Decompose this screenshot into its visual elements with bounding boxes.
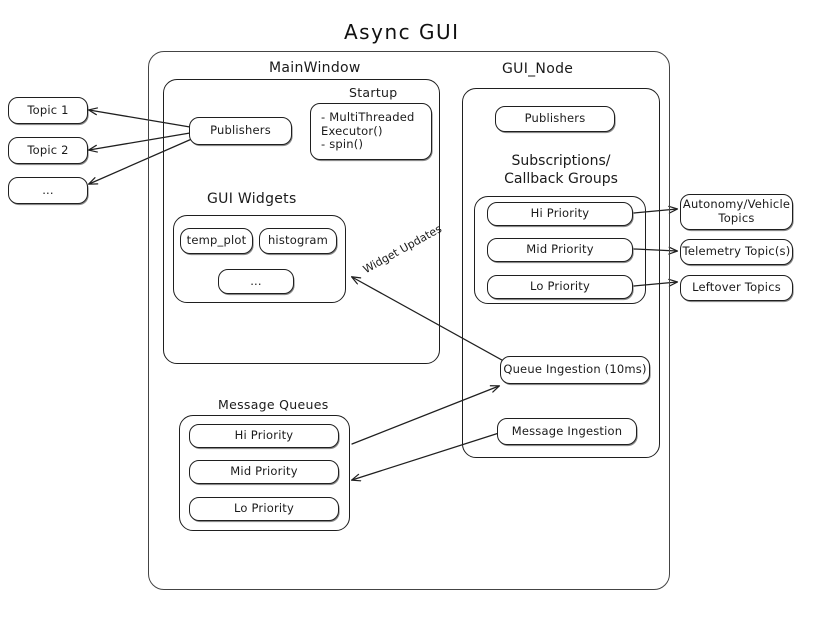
startup-box[interactable]: - MultiThreaded Executor() - spin() bbox=[310, 103, 432, 160]
mainwindow-publishers[interactable]: Publishers bbox=[189, 117, 292, 145]
gui-widgets-group bbox=[173, 215, 346, 303]
callback-group-lo[interactable]: Lo Priority bbox=[487, 275, 633, 299]
message-queues-label: Message Queues bbox=[218, 397, 329, 412]
async-gui-container bbox=[148, 51, 670, 590]
external-topic-1[interactable]: Topic 1 bbox=[8, 97, 88, 124]
callback-groups-group bbox=[474, 196, 646, 304]
main-window-label: MainWindow bbox=[269, 60, 361, 76]
external-telemetry-topics[interactable]: Telemetry Topic(s) bbox=[680, 239, 793, 265]
external-topic-2[interactable]: Topic 2 bbox=[8, 137, 88, 164]
startup-item-0: - MultiThreaded bbox=[321, 110, 415, 125]
message-queue-lo[interactable]: Lo Priority bbox=[189, 497, 339, 521]
main-window-group bbox=[163, 79, 440, 364]
queue-ingestion[interactable]: Queue Ingestion (10ms) bbox=[500, 356, 650, 384]
message-queue-hi[interactable]: Hi Priority bbox=[189, 424, 339, 448]
message-ingestion[interactable]: Message Ingestion bbox=[497, 418, 637, 445]
widget-histogram[interactable]: histogram bbox=[259, 228, 337, 254]
diagram-title: Async GUI bbox=[344, 20, 460, 44]
subscriptions-heading: Subscriptions/ Callback Groups bbox=[504, 153, 618, 188]
startup-item-1: Executor() bbox=[321, 123, 383, 138]
startup-label: Startup bbox=[349, 85, 398, 100]
gui-widgets-label: GUI Widgets bbox=[207, 191, 297, 207]
message-queues-group bbox=[179, 415, 350, 531]
gui-node-group bbox=[462, 88, 660, 458]
external-leftover-topics[interactable]: Leftover Topics bbox=[680, 275, 793, 301]
startup-item-2: - spin() bbox=[321, 137, 364, 152]
external-topic-more[interactable]: ... bbox=[8, 177, 88, 204]
widget-temp-plot[interactable]: temp_plot bbox=[180, 228, 253, 254]
callback-group-hi[interactable]: Hi Priority bbox=[487, 202, 633, 226]
message-queue-mid[interactable]: Mid Priority bbox=[189, 460, 339, 484]
guinode-publishers[interactable]: Publishers bbox=[495, 106, 615, 132]
gui-node-label: GUI_Node bbox=[502, 61, 574, 77]
widget-more[interactable]: ... bbox=[218, 269, 294, 294]
callback-group-mid[interactable]: Mid Priority bbox=[487, 238, 633, 262]
external-autonomy-topics[interactable]: Autonomy/Vehicle Topics bbox=[680, 194, 793, 230]
